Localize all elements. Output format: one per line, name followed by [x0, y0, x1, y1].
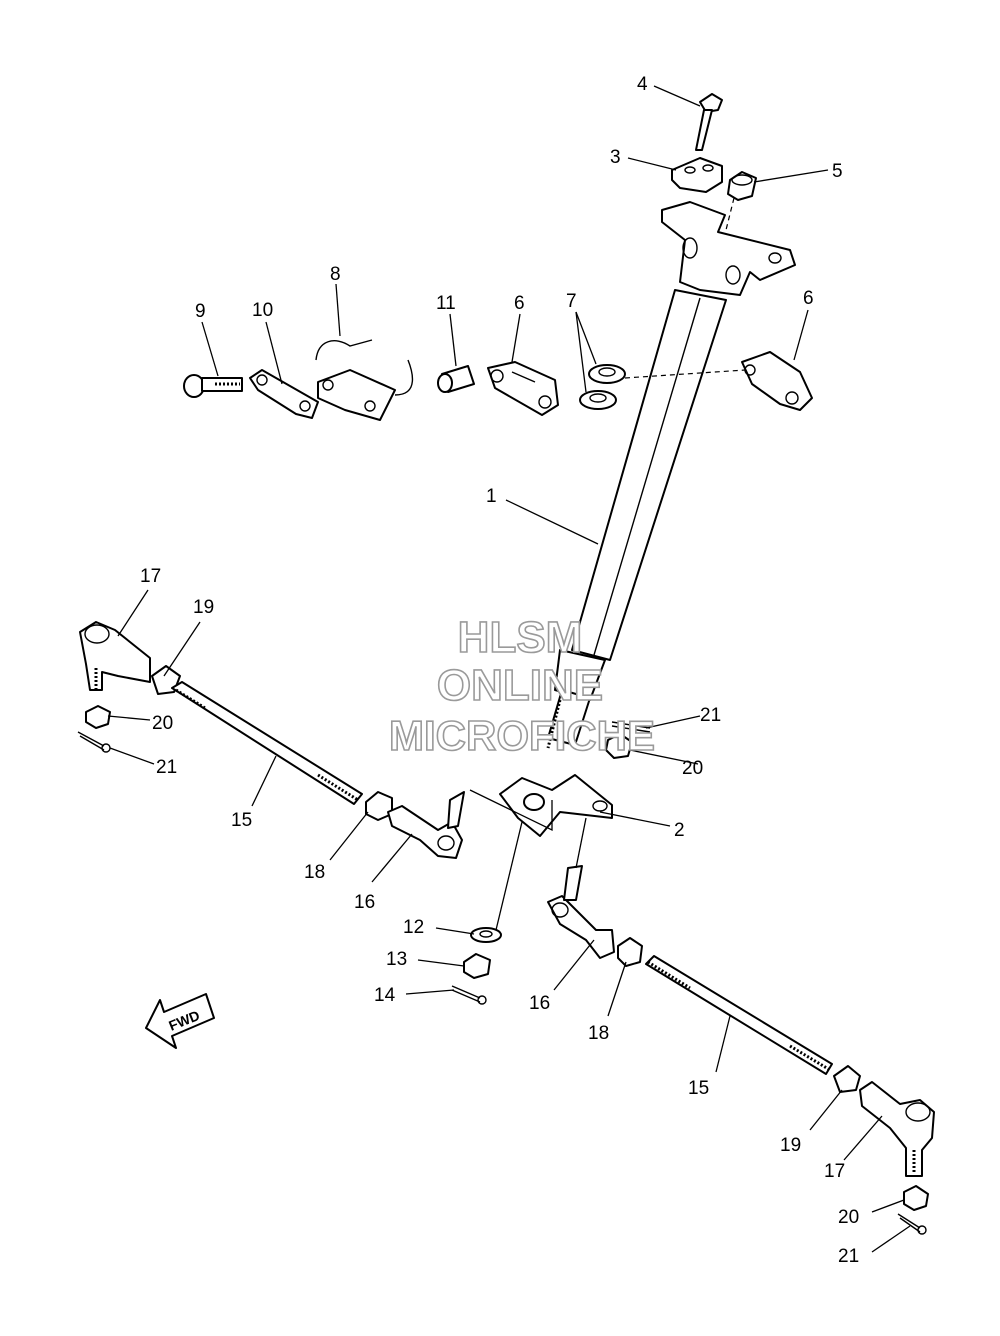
part-2-pitman-arm	[499, 774, 613, 837]
callout-21-right: 21	[838, 1246, 859, 1267]
part-21-cotter-pin-center	[611, 721, 651, 733]
part-16-tie-rod-end-left	[387, 791, 465, 859]
part-19-locknut-right	[833, 1065, 861, 1093]
callout-20-center: 20	[682, 758, 703, 779]
part-17-tie-rod-end-right	[859, 1081, 935, 1177]
callout-20-left: 20	[152, 713, 173, 734]
watermark-line-3: MICROFICHE	[389, 712, 655, 759]
callout-6-right: 6	[803, 288, 814, 309]
callout-21-left: 21	[156, 757, 177, 778]
part-21-cotter-pin-right	[897, 1213, 927, 1235]
part-10-plate	[249, 369, 319, 419]
part-9-bolt	[183, 374, 243, 398]
callout-14: 14	[374, 985, 396, 1006]
part-8-bracket	[315, 339, 414, 421]
callout-2: 2	[674, 820, 685, 841]
part-16-tie-rod-end-right	[547, 865, 615, 959]
watermark-line-2: ONLINE	[437, 661, 603, 710]
part-4-flange-bolt	[695, 93, 723, 151]
callout-12: 12	[403, 917, 424, 938]
callout-17-left: 17	[140, 566, 161, 587]
column-upper-bracket	[661, 201, 796, 296]
callout-6-left: 6	[514, 293, 525, 314]
part-17-tie-rod-end-left	[79, 621, 151, 692]
part-13-castle-nut	[463, 953, 491, 979]
part-12-washer	[470, 927, 502, 943]
callout-3: 3	[610, 147, 621, 168]
part-20-castle-nut-center	[605, 733, 633, 759]
part-18-locknut-right	[617, 937, 643, 967]
callout-7: 7	[566, 291, 577, 312]
part-7-collars	[579, 364, 626, 410]
callout-11: 11	[436, 293, 456, 314]
part-20-castle-nut-left	[85, 705, 111, 729]
callout-16-left: 16	[354, 892, 375, 913]
callout-4: 4	[637, 74, 648, 95]
callout-21-center: 21	[700, 705, 721, 726]
callout-8: 8	[330, 264, 341, 285]
part-6-column-clamp-left	[487, 361, 559, 416]
part-15-tie-rod-right	[645, 955, 833, 1075]
callout-numbers: 1 2 3 4 5 6 6 7 8 9 10 11 12 13 14 15 15…	[140, 74, 859, 1267]
callout-10: 10	[252, 300, 273, 321]
callout-leader-lines	[107, 85, 911, 1253]
part-11-collar	[437, 365, 475, 393]
callout-18-right: 18	[588, 1023, 609, 1044]
part-15-tie-rod-left	[171, 681, 363, 805]
callout-5: 5	[832, 161, 843, 182]
callout-17-right: 17	[824, 1161, 845, 1182]
callout-19-left: 19	[193, 597, 214, 618]
steering-column-shaft	[546, 289, 727, 749]
part-14-cotter-pin	[451, 985, 487, 1005]
callout-15-right: 15	[688, 1078, 709, 1099]
callout-20-right: 20	[838, 1207, 859, 1228]
part-5-bushing	[727, 171, 757, 201]
callout-13: 13	[386, 949, 407, 970]
callout-1: 1	[486, 486, 497, 507]
callout-18-left: 18	[304, 862, 325, 883]
callout-19-right: 19	[780, 1135, 801, 1156]
callout-9: 9	[195, 301, 206, 322]
hlsm-watermark: HLSM ONLINE MICROFICHE	[388, 612, 656, 760]
part-3-holder-block	[671, 157, 723, 193]
watermark-line-1: HLSM	[458, 613, 583, 662]
callout-16-right: 16	[529, 993, 550, 1014]
callout-15-left: 15	[231, 810, 252, 831]
part-20-castle-nut-right	[903, 1185, 929, 1211]
